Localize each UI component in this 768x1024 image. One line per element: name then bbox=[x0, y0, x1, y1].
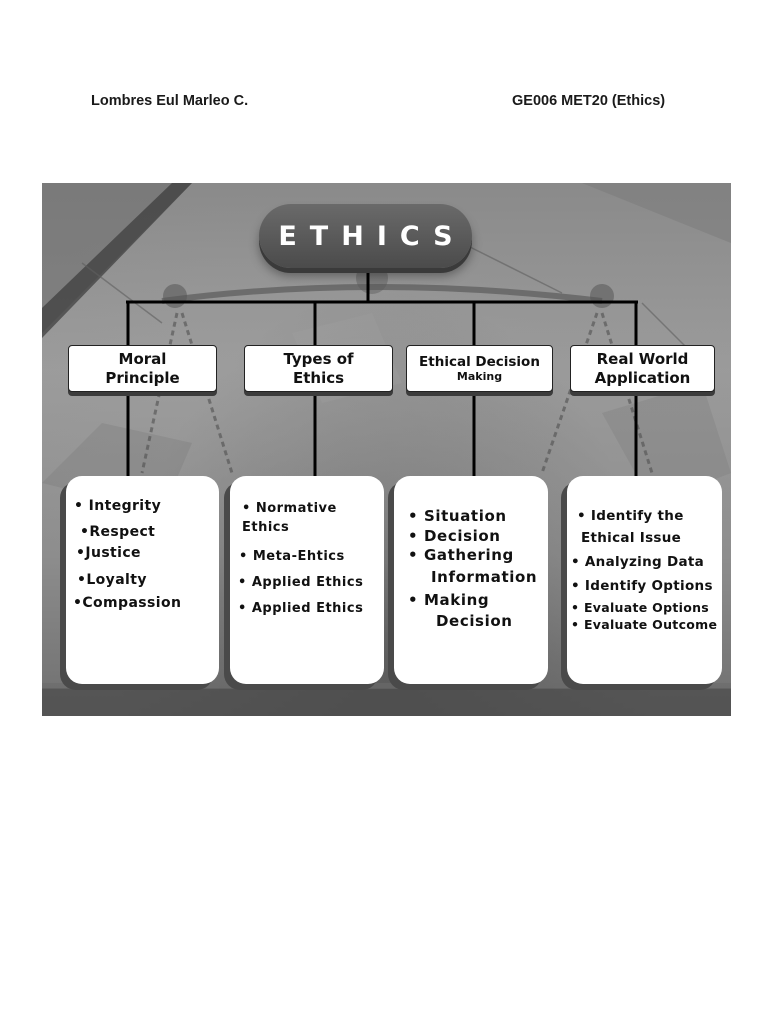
list-item: •Compassion bbox=[73, 595, 182, 611]
course-code: GE006 MET20 (Ethics) bbox=[512, 93, 666, 109]
card-ethical-decision-making: • Situation • Decision • Gathering Infor… bbox=[394, 476, 548, 684]
list-item: Ethics bbox=[242, 520, 290, 535]
category-types-of-ethics: Types of Ethics bbox=[244, 345, 393, 392]
category-label-line: Types of bbox=[283, 350, 354, 369]
category-label-line: Real World bbox=[596, 350, 689, 369]
list-item: •Respect bbox=[80, 524, 156, 540]
category-label-line: Making bbox=[456, 370, 503, 384]
category-real-world-application: Real World Application bbox=[570, 345, 715, 392]
list-item: • Decision bbox=[408, 527, 501, 545]
category-label-line: Application bbox=[594, 368, 691, 387]
list-item: •Justice bbox=[76, 545, 141, 561]
list-item: • Applied Ethics bbox=[238, 575, 364, 590]
card-types-of-ethics: • Normative Ethics • Meta-Ehtics • Appli… bbox=[230, 476, 384, 684]
list-item: • Meta-Ehtics bbox=[239, 549, 345, 564]
category-label-line: Moral bbox=[118, 350, 167, 369]
list-item: • Integrity bbox=[74, 498, 162, 514]
card-real-world-application: • Identify the Ethical Issue • Analyzing… bbox=[567, 476, 722, 684]
list-item: •Loyalty bbox=[77, 572, 147, 588]
ethics-concept-map: ETHICS Moral Principle Types of Ethics E… bbox=[42, 183, 731, 716]
category-label-line: Ethical Decision bbox=[419, 353, 540, 370]
list-item: Decision bbox=[436, 612, 513, 630]
connector-lines bbox=[126, 269, 638, 476]
category-ethical-decision-making: Ethical Decision Making bbox=[406, 345, 553, 392]
list-item: • Identify the bbox=[577, 508, 684, 524]
list-item: • Evaluate Outcome bbox=[571, 617, 718, 632]
list-item: Information bbox=[431, 568, 538, 586]
category-label-line: Principle bbox=[105, 368, 180, 387]
list-item: • Gathering bbox=[408, 546, 514, 564]
diagram-title: ETHICS bbox=[278, 220, 466, 252]
list-item: • Identify Options bbox=[571, 578, 713, 594]
title-pill: ETHICS bbox=[259, 204, 472, 268]
category-moral-principle: Moral Principle bbox=[68, 345, 217, 392]
list-item: • Analyzing Data bbox=[571, 554, 705, 570]
list-item: • Evaluate Options bbox=[571, 600, 710, 615]
category-label-line: Ethics bbox=[292, 368, 345, 387]
list-item: Ethical Issue bbox=[581, 530, 682, 546]
list-item: • Normative bbox=[242, 501, 337, 516]
list-item: • Applied Ethics bbox=[238, 601, 364, 616]
list-item: • Making bbox=[408, 591, 490, 609]
list-item: • Situation bbox=[408, 507, 507, 525]
card-moral-principle: • Integrity •Respect •Justice •Loyalty •… bbox=[66, 476, 219, 684]
author-name: Lombres Eul Marleo C. bbox=[91, 93, 249, 109]
